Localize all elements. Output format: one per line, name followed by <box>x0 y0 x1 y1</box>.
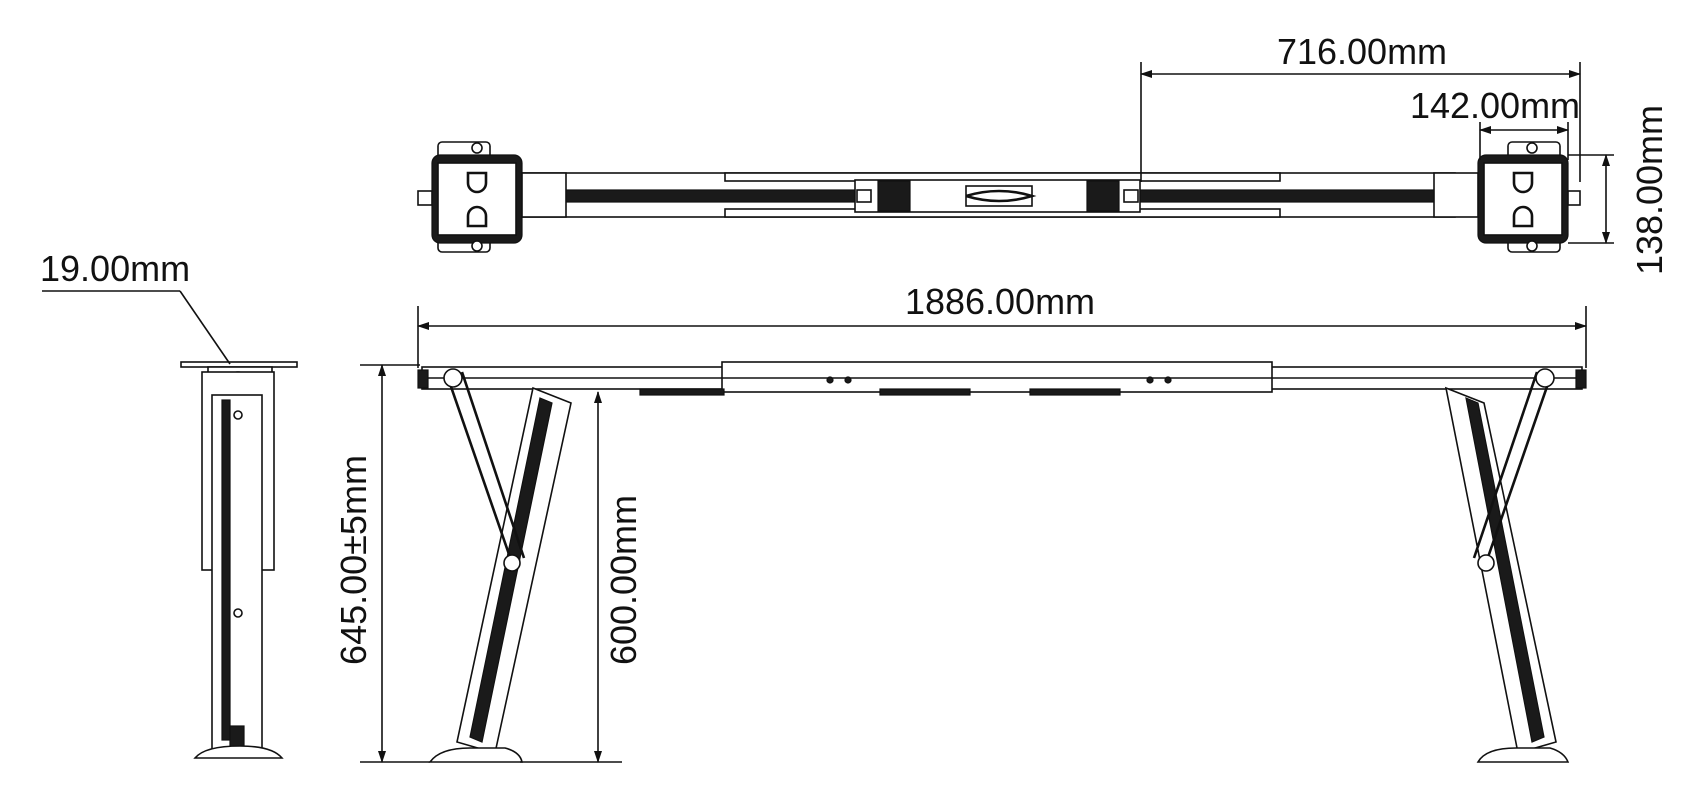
left-bracket-keyhole-bottom <box>466 205 488 228</box>
side-column-base-block <box>229 725 245 749</box>
top-view <box>417 141 1581 253</box>
left-leg-pivot-mid <box>503 554 521 572</box>
front-beam-lower-strip-mid-left <box>879 388 971 396</box>
side-column-hole-bottom <box>233 608 243 618</box>
left-leg-strut <box>446 377 514 564</box>
dimension-labels: 716.00mm 142.00mm 138.00mm 19.00mm 1886.… <box>40 31 1670 665</box>
right-bracket-stub <box>1567 190 1581 206</box>
right-bracket-hole-bottom <box>1526 240 1538 252</box>
front-beam-lower-strip-left <box>639 388 725 396</box>
dim-716-label: 716.00mm <box>1277 31 1447 72</box>
front-beam-pin <box>1146 376 1154 384</box>
right-leg-foot <box>1476 747 1570 763</box>
right-leg-slot <box>1465 397 1545 743</box>
dim-138-label: 138.00mm <box>1629 105 1670 275</box>
left-leg-pivot-top <box>443 368 463 388</box>
left-bracket-keyhole-top <box>466 171 488 194</box>
right-leg-strut-edge <box>1472 371 1539 559</box>
coupler-tab-left <box>856 189 872 203</box>
front-beam-pin <box>826 376 834 384</box>
right-bracket-face <box>1483 162 1563 236</box>
side-column-slot <box>221 399 231 741</box>
side-inner-column <box>211 394 263 751</box>
right-bracket-keyhole-bottom <box>1512 205 1534 228</box>
dim-19-leader <box>179 290 231 365</box>
coupler-center <box>965 185 1033 207</box>
dim-645-label: 645.00±5mm <box>333 455 374 665</box>
coupler-block-left <box>877 180 911 212</box>
right-bracket-keyhole-top <box>1512 171 1534 194</box>
front-beam-lower-strip-mid-right <box>1029 388 1121 396</box>
side-column-hole-top <box>233 410 243 420</box>
right-beam-end <box>1433 172 1479 218</box>
dim-19-label: 19.00mm <box>40 248 190 289</box>
left-bracket-hole-top <box>471 142 483 154</box>
left-leg-foot <box>428 747 523 763</box>
left-bracket-hole-bottom <box>471 240 483 252</box>
coupler-tab-right <box>1123 189 1139 203</box>
left-leg-strut-edge <box>460 371 526 559</box>
side-foot <box>193 745 284 759</box>
coupler-block-right <box>1086 180 1120 212</box>
left-bracket-face <box>437 162 517 236</box>
dim-600-label: 600.00mm <box>603 495 644 665</box>
dim-142-label: 142.00mm <box>1410 85 1580 126</box>
front-view <box>417 361 1587 763</box>
front-beam-sleeve <box>721 361 1273 393</box>
right-leg-pivot-mid <box>1477 554 1495 572</box>
dimension-lines <box>42 62 1614 763</box>
front-beam-pin <box>1164 376 1172 384</box>
right-leg-strut <box>1484 377 1552 564</box>
front-beam-pin <box>844 376 852 384</box>
right-beam-cap <box>1575 369 1587 389</box>
side-view <box>180 361 298 759</box>
right-bracket-hole-top <box>1526 142 1538 154</box>
left-beam-end <box>521 172 567 218</box>
right-leg-pivot-top <box>1535 368 1555 388</box>
coupler-link <box>965 189 1037 203</box>
left-bracket-stub <box>417 190 433 206</box>
left-beam-cap <box>417 369 429 389</box>
dim-1886-label: 1886.00mm <box>905 281 1095 322</box>
